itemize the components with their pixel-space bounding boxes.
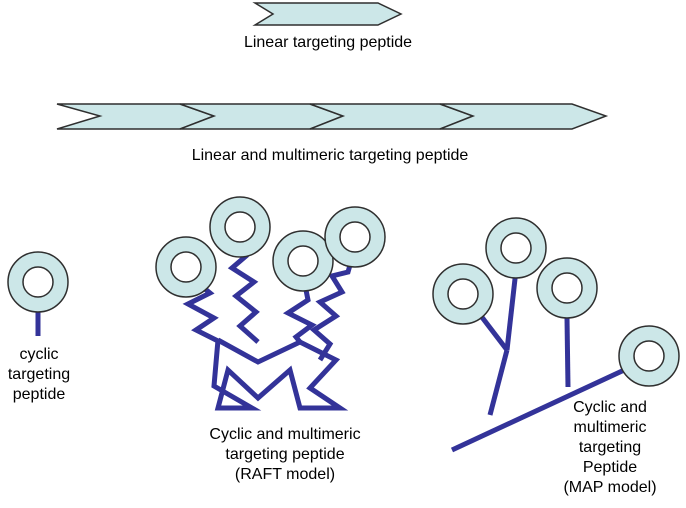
- map-branch-left: [476, 310, 509, 352]
- raft-ring-2-hole: [224, 211, 256, 243]
- multimeric-chevron-4: [439, 103, 609, 130]
- map-label-line-1: Cyclic and: [573, 399, 647, 416]
- linear-peptide: [252, 2, 403, 26]
- map-label-line-5: (MAP model): [563, 479, 657, 496]
- cyclic-label-line-3: peptide: [12, 386, 66, 403]
- raft-linker-3: [282, 284, 317, 344]
- raft-scaffold: [211, 337, 349, 411]
- linear-multimeric-label: Linear and multimeric targeting peptide: [191, 147, 469, 164]
- raft-ring-1-hole: [170, 251, 202, 283]
- raft-ring-4-hole: [339, 221, 371, 253]
- linear-multimeric-peptide: [56, 103, 609, 130]
- map-ring-4-hole: [633, 340, 665, 372]
- cyclic-peptide-label: cyclic targeting peptide: [0, 345, 78, 405]
- map-branch-main: [487, 349, 510, 416]
- map-branch-top: [504, 269, 519, 351]
- raft-linker-2: [227, 234, 260, 344]
- cyclic-peptide: [7, 251, 69, 336]
- map-label-line-4: Peptide: [582, 459, 638, 476]
- map-branch-right: [564, 317, 571, 388]
- linear-peptide-label: Linear targeting peptide: [243, 34, 413, 51]
- raft-label-line-1: Cyclic and multimeric: [209, 426, 361, 443]
- cyclic-label-line-1: cyclic: [19, 346, 59, 363]
- raft-label-line-3: (RAFT model): [234, 466, 336, 483]
- map-label-line-3: targeting: [578, 439, 642, 456]
- raft-ring-3-hole: [287, 245, 319, 277]
- linear-peptide-chevron: [252, 2, 403, 26]
- cyclic-peptide-ring-hole: [22, 266, 54, 298]
- map-ring-1-hole: [447, 278, 479, 310]
- map-ring-2-hole: [500, 232, 532, 264]
- raft-linker-4: [309, 257, 355, 362]
- map-trunk: [450, 362, 637, 453]
- raft-label-line-2: targeting peptide: [225, 446, 345, 463]
- map-label-line-2: multimeric: [573, 419, 647, 436]
- raft-model: [155, 196, 386, 411]
- raft-linker-1: [182, 278, 222, 345]
- map-model: [432, 217, 680, 453]
- cyclic-label-line-2: targeting: [7, 366, 71, 383]
- raft-model-label: Cyclic and multimeric targeting peptide …: [180, 425, 390, 485]
- map-ring-3-hole: [551, 272, 583, 304]
- map-model-label: Cyclic and multimeric targeting Peptide …: [545, 398, 675, 498]
